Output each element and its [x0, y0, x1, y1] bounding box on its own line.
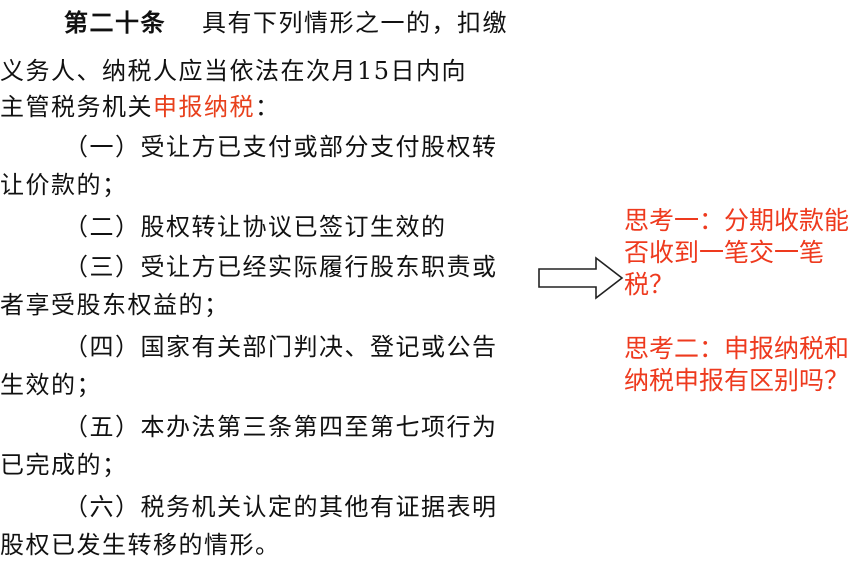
clause-3-line-1: （三）受让方已经实际履行股东职责或 — [64, 253, 498, 281]
right-arrow-outline-icon — [538, 256, 624, 300]
article-line-2: 义务人、纳税人应当依法在次月15日内向 — [0, 57, 468, 85]
article-line-3: 主管税务机关申报纳税： — [0, 88, 281, 126]
clause-6-line-2: 股权已发生转移的情形。 — [0, 531, 281, 559]
clause-3-line-2: 者享受股东权益的； — [0, 291, 230, 319]
note-question-2: 思考二：申报纳税和纳税申报有区别吗？ — [624, 334, 850, 395]
clause-2: （二）股权转让协议已签订生效的 — [64, 213, 447, 241]
article-line-3-pre: 主管税务机关 — [0, 93, 153, 121]
clause-4-line-2: 生效的； — [0, 371, 102, 399]
article-title: 第二十条 — [64, 8, 166, 37]
clause-6-line-1: （六）税务机关认定的其他有证据表明 — [64, 493, 498, 521]
clause-1-line-2: 让价款的； — [0, 171, 128, 199]
clause-1-line-1: （一）受让方已支付或部分支付股权转 — [64, 133, 498, 161]
clause-4-line-1: （四）国家有关部门判决、登记或公告 — [64, 333, 498, 361]
note-question-1: 思考一：分期收款能否收到一笔交一笔税？ — [624, 206, 850, 299]
clause-5-line-1: （五）本办法第三条第四至第七项行为 — [64, 413, 498, 441]
highlight-term: 申报纳税 — [153, 93, 255, 121]
article-line-1: 第二十条 具有下列情形之一的，扣缴 — [64, 4, 508, 42]
clause-5-line-2: 已完成的； — [0, 451, 128, 479]
article-line-3-post: ： — [255, 93, 281, 121]
article-line-1-text: 具有下列情形之一的，扣缴 — [202, 9, 508, 37]
